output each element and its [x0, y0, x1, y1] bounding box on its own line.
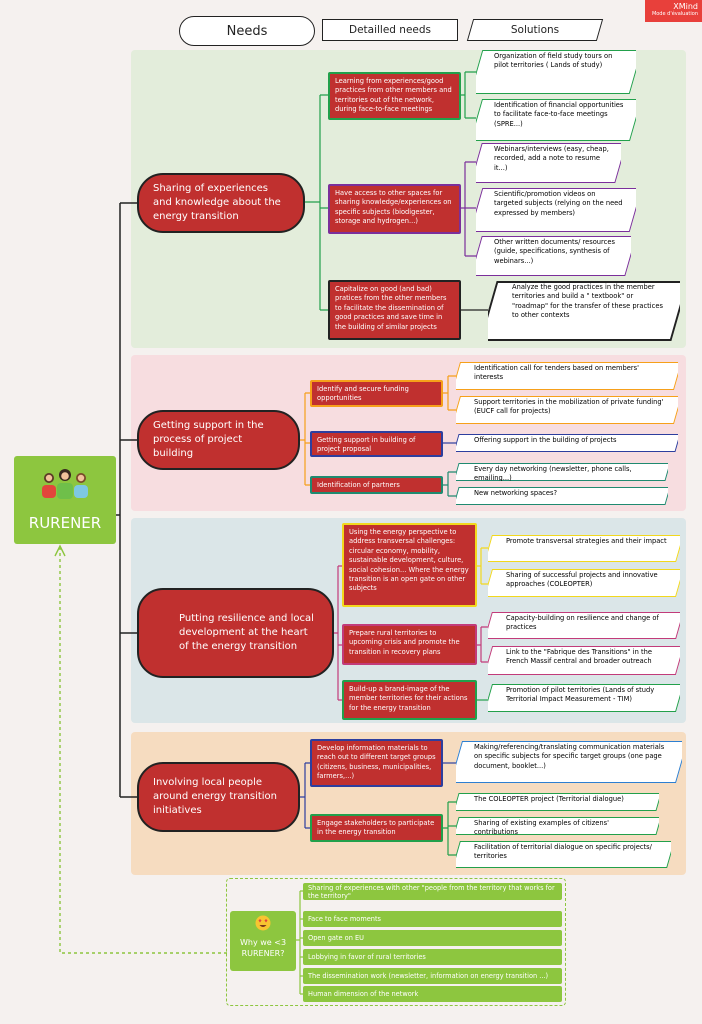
need-resilience[interactable]: Putting resilience and local development…	[137, 588, 334, 678]
need-sharing[interactable]: Sharing of experiences and knowledge abo…	[137, 173, 305, 233]
why-item-human-dimension[interactable]: Human dimension of the network	[303, 986, 562, 1002]
solution-videos[interactable]: Scientific/promotion videos on targeted …	[476, 188, 636, 232]
header-detailed-needs: Detailled needs	[322, 19, 458, 41]
solution-fabrique-transitions[interactable]: Link to the "Fabrique des Transitions" i…	[488, 646, 680, 675]
why-label: Why we <3 RURENER?	[239, 938, 287, 958]
solution-pilot-territories[interactable]: Promotion of pilot territories (Lands of…	[488, 684, 680, 712]
heart-eyes-emoji-icon	[255, 915, 271, 931]
why-item-open-gate-eu[interactable]: Open gate on EU	[303, 930, 562, 946]
detail-project-proposal[interactable]: Getting support in building of project p…	[310, 431, 443, 457]
solution-textbook[interactable]: Analyze the good practices in the member…	[488, 281, 680, 341]
solution-field-study-tours[interactable]: Organization of field study tours on pil…	[476, 50, 636, 94]
detail-learning[interactable]: Learning from experiences/good practices…	[328, 72, 461, 120]
detail-information-materials[interactable]: Develop information materials to reach o…	[310, 739, 443, 787]
detail-partners[interactable]: Identification of partners	[310, 476, 443, 494]
why-item-lobbying[interactable]: Lobbying in favor of rural territories	[303, 949, 562, 965]
solution-financial-opportunities[interactable]: Identification of financial opportunitie…	[476, 99, 636, 141]
brand-sub: Mode d'évaluation	[651, 11, 698, 17]
detail-prepare-territories[interactable]: Prepare rural territories to upcoming cr…	[342, 624, 477, 665]
solution-offering-support[interactable]: Offering support in the building of proj…	[456, 434, 678, 452]
brand-name: XMind	[673, 2, 698, 11]
header-solutions: Solutions	[510, 24, 560, 36]
need-resilience-label: Putting resilience and local development…	[179, 613, 314, 652]
detail-access-spaces[interactable]: Have access to other spaces for sharing …	[328, 184, 461, 234]
why-dashed-frame	[226, 878, 566, 1006]
why-item-face-to-face[interactable]: Face to face moments	[303, 911, 562, 927]
solution-daily-networking[interactable]: Every day networking (newsletter, phone …	[456, 463, 668, 481]
need-involving-label: Involving local people around energy tra…	[153, 777, 278, 816]
people-icon	[42, 469, 88, 499]
solution-citizens-contributions[interactable]: Sharing of existing examples of citizens…	[456, 817, 659, 835]
solution-networking-spaces[interactable]: New networking spaces?	[456, 487, 668, 505]
root-label: RURENER	[28, 514, 102, 532]
root-node[interactable]: RURENER	[14, 456, 116, 544]
solution-successful-projects[interactable]: Sharing of successful projects and innov…	[488, 569, 680, 597]
why-item-sharing-experiences[interactable]: Sharing of experiences with other "peopl…	[303, 883, 562, 900]
solution-webinars[interactable]: Webinars/interviews (easy, cheap, record…	[476, 143, 621, 183]
need-support-label: Getting support in the process of projec…	[153, 420, 264, 459]
detail-brand-image[interactable]: Build-up a brand-image of the member ter…	[342, 680, 477, 720]
detail-engage-stakeholders[interactable]: Engage stakeholders to participate in th…	[310, 814, 443, 842]
need-support[interactable]: Getting support in the process of projec…	[137, 410, 300, 470]
solution-territorial-dialogue[interactable]: Facilitation of territorial dialogue on …	[456, 841, 671, 868]
why-node[interactable]: Why we <3 RURENER?	[230, 911, 296, 971]
solution-coleopter-project[interactable]: The COLEOPTER project (Territorial dialo…	[456, 793, 659, 811]
xmind-brand: XMind Mode d'évaluation	[645, 0, 702, 22]
solution-private-funding[interactable]: Support territories in the mobilization …	[456, 396, 678, 424]
detail-funding[interactable]: Identify and secure funding opportunitie…	[310, 380, 443, 407]
solution-written-documents[interactable]: Other written documents/ resources (guid…	[476, 236, 631, 276]
solution-communication-materials[interactable]: Making/referencing/translating communica…	[456, 741, 682, 783]
detail-energy-perspective[interactable]: Using the energy perspective to address …	[342, 523, 477, 607]
need-involving[interactable]: Involving local people around energy tra…	[137, 762, 300, 832]
solution-call-for-tenders[interactable]: Identification call for tenders based on…	[456, 362, 678, 390]
header-needs: Needs	[179, 16, 315, 46]
why-item-dissemination[interactable]: The dissemination work (newsletter, info…	[303, 968, 562, 984]
solution-capacity-building[interactable]: Capacity-building on resilience and chan…	[488, 612, 680, 639]
solution-transversal-strategies[interactable]: Promote transversal strategies and their…	[488, 535, 680, 562]
detail-capitalize[interactable]: Capitalize on good (and bad) pratices fr…	[328, 280, 461, 340]
need-sharing-label: Sharing of experiences and knowledge abo…	[153, 183, 281, 222]
